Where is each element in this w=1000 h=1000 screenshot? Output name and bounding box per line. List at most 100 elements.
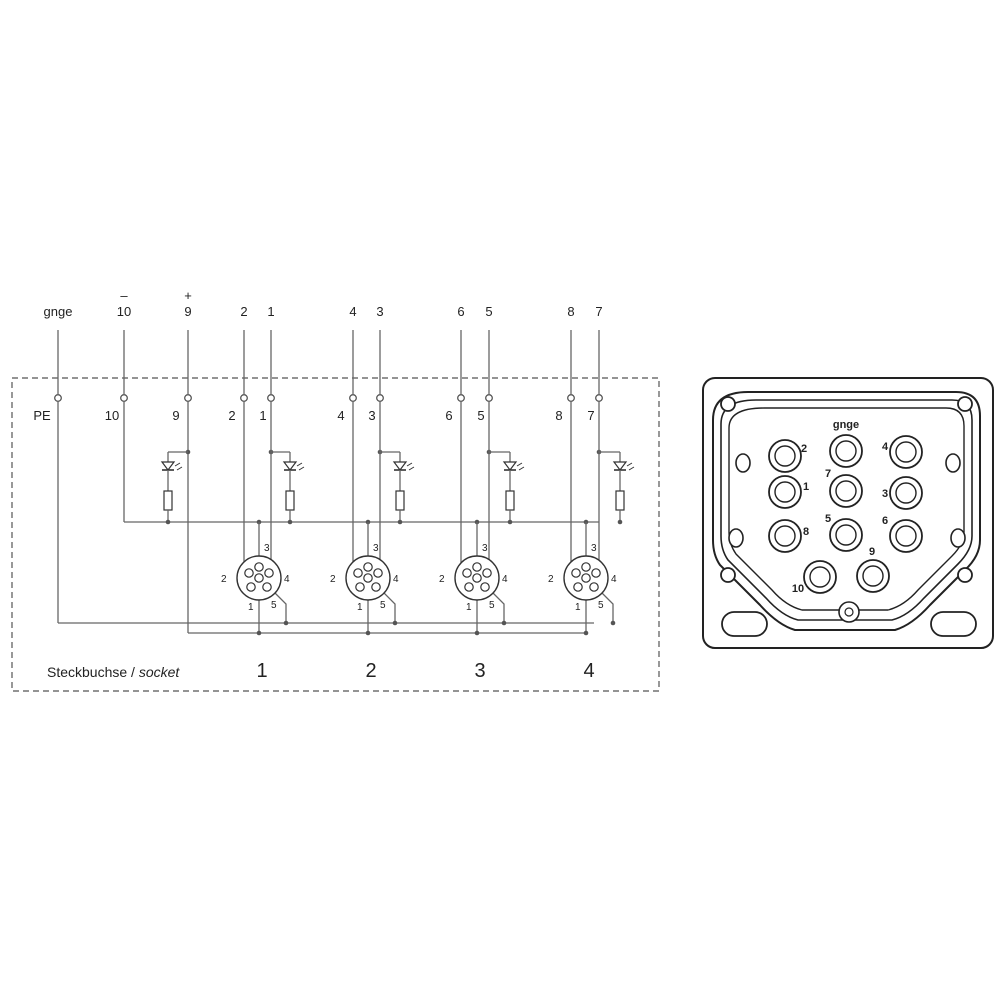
socket-pin-hole <box>472 573 482 583</box>
pin-label: 4 <box>502 574 508 585</box>
pin-label: 1 <box>575 602 581 613</box>
socket-pin-hole <box>246 582 256 592</box>
contact-label: 1 <box>803 481 809 493</box>
pin-label: 2 <box>439 574 445 585</box>
led-rays <box>516 462 525 471</box>
mounting-hole-icon <box>720 567 736 583</box>
contact-inner <box>895 482 917 504</box>
socket-pin-hole <box>581 562 591 572</box>
socket-pin-hole <box>264 568 274 578</box>
screw-boss-icon <box>728 528 744 548</box>
socket-pin-hole <box>363 562 373 572</box>
junction-dot <box>256 630 262 636</box>
terminal-inner-label: 6 <box>445 408 452 423</box>
socket-pin-hole <box>464 582 474 592</box>
pin-label: 3 <box>373 543 379 554</box>
terminal-inner-label: PE <box>33 408 51 423</box>
resistor-icon <box>395 490 405 511</box>
mounting-hole-icon <box>957 396 973 412</box>
pin-label: 5 <box>489 600 495 611</box>
junction-dot <box>507 519 513 525</box>
pin-label: 3 <box>482 543 488 554</box>
pin5-wire <box>598 589 614 623</box>
seal-inner <box>728 407 965 611</box>
contact-label: 8 <box>803 526 809 538</box>
resistor-icon <box>285 490 295 511</box>
terminal-point <box>485 394 493 402</box>
terminal-point <box>120 394 128 402</box>
pin-label: 2 <box>548 574 554 585</box>
socket-pin-hole <box>262 582 272 592</box>
socket-pin-hole <box>480 582 490 592</box>
socket-pin-hole <box>254 562 264 572</box>
pin-label: 3 <box>591 543 597 554</box>
led-rays <box>296 462 305 471</box>
pin-label: 5 <box>380 600 386 611</box>
terminal-point <box>349 394 357 402</box>
pin-label: 1 <box>248 602 254 613</box>
socket-number: 3 <box>474 660 485 682</box>
socket-pin-hole <box>373 568 383 578</box>
screw-boss-icon <box>945 453 961 473</box>
junction-dot <box>165 519 171 525</box>
led-icon <box>502 461 518 471</box>
socket-pin-hole <box>355 582 365 592</box>
terminal-label: 6 <box>457 304 464 319</box>
contact-label: 6 <box>882 515 888 527</box>
terminal-inner-label: 4 <box>337 408 344 423</box>
junction-dot <box>583 630 589 636</box>
terminal-inner-label: 3 <box>368 408 375 423</box>
terminal-point <box>240 394 248 402</box>
terminal-label: 2 <box>240 304 247 319</box>
pin5-wire <box>489 589 505 623</box>
socket-pin-hole <box>591 568 601 578</box>
terminal-inner-label: 10 <box>105 408 119 423</box>
contact-label: gnge <box>833 419 859 431</box>
led-icon <box>160 461 176 471</box>
pin5-wire <box>380 589 396 623</box>
socket-number: 4 <box>583 660 594 682</box>
resistor-icon <box>163 490 173 511</box>
pin-label: 1 <box>357 602 363 613</box>
terminal-inner-label: 2 <box>228 408 235 423</box>
terminal-label: 4 <box>349 304 356 319</box>
pin-label: 2 <box>330 574 336 585</box>
resistor-icon <box>615 490 625 511</box>
pin-label: 4 <box>284 574 290 585</box>
mounting-hole-icon <box>957 567 973 583</box>
mounting-hole-icon <box>720 396 736 412</box>
terminal-label: 5 <box>485 304 492 319</box>
contact-inner <box>835 524 857 546</box>
socket-number: 1 <box>256 660 267 682</box>
screw-boss-icon <box>735 453 751 473</box>
contact-label: 10 <box>792 583 804 595</box>
terminal-label: gnge <box>44 304 73 319</box>
terminal-point <box>267 394 275 402</box>
pin-label: 2 <box>221 574 227 585</box>
socket-pin-hole <box>244 568 254 578</box>
contact-label: 9 <box>869 546 875 558</box>
contact-inner <box>895 441 917 463</box>
junction-dot <box>392 620 398 626</box>
terminal-point <box>376 394 384 402</box>
contact-label: 7 <box>825 468 831 480</box>
contact-label: 3 <box>882 488 888 500</box>
contact-inner <box>895 525 917 547</box>
socket-pin-hole <box>254 573 264 583</box>
contact-inner <box>862 565 884 587</box>
socket-pin-hole <box>482 568 492 578</box>
junction-dot <box>397 519 403 525</box>
polarity-sign: + <box>184 288 192 303</box>
terminal-inner-label: 1 <box>259 408 266 423</box>
junction-dot <box>287 519 293 525</box>
socket-pin-hole <box>571 568 581 578</box>
polarity-sign: – <box>120 288 128 303</box>
resistor-icon <box>505 490 515 511</box>
contact-inner <box>835 440 857 462</box>
pin-label: 4 <box>393 574 399 585</box>
terminal-point <box>457 394 465 402</box>
terminal-label: 1 <box>267 304 274 319</box>
